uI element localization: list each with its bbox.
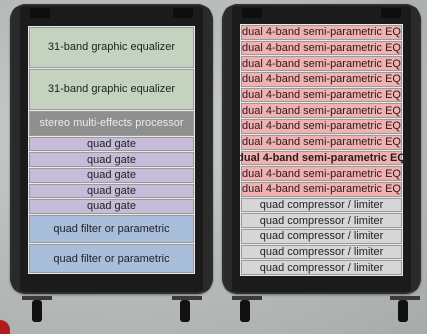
rack-unit: quad gate [29,183,194,199]
rack-latch [173,8,193,18]
rack-foot [398,300,408,322]
corner-mark [0,320,10,334]
rack-unit: dual 4-band semi-parametric EQ [241,119,402,134]
rack-latch [242,8,262,18]
rack-unit: dual 4-band semi-parametric EQ [241,134,402,150]
rack-rail [12,6,20,292]
rack-foot-bracket [390,296,420,300]
rack-unit: dual 4-band semi-parametric EQ [241,25,402,40]
rack-rail [411,6,419,292]
rack-unit: dual 4-band semi-parametric EQ [241,40,402,56]
rack-unit: quad gate [29,167,194,183]
rack-unit: quad compressor / limiter [241,197,402,213]
right-rack-bay: dual 4-band semi-parametric EQ dual 4-ba… [237,24,406,276]
rack-unit: dual 4-band semi-parametric EQ [241,181,402,197]
rack-unit: 31-band graphic equalizer [29,68,194,110]
rack-unit: dual 4-band semi-parametric EQ [241,56,402,72]
rack-unit: quad compressor / limiter [241,244,402,260]
rack-unit: dual 4-band semi-parametric EQ [241,166,402,181]
rack-unit: quad filter or parametric [29,244,194,274]
rack-foot [32,300,42,322]
rack-unit: quad compressor / limiter [241,260,402,275]
rack-foot [180,300,190,322]
rack-latch [381,8,401,18]
rack-foot-bracket [172,296,202,300]
rack-unit: dual 4-band semi-parametric EQ [237,150,406,166]
right-rack-case: dual 4-band semi-parametric EQ dual 4-ba… [222,4,421,294]
rack-unit: quad compressor / limiter [241,213,402,228]
rack-foot-bracket [232,296,262,300]
rack-foot [240,300,250,322]
rack-unit: quad filter or parametric [29,214,194,244]
rack-unit: stereo multi-effects processor [29,110,194,136]
rack-unit: dual 4-band semi-parametric EQ [241,72,402,87]
rack-unit: dual 4-band semi-parametric EQ [241,103,402,119]
left-rack-case: 31-band graphic equalizer 31-band graphi… [10,4,213,294]
rack-latch [30,8,50,18]
rack-rail [203,6,211,292]
rack-foot-bracket [22,296,52,300]
rack-unit: quad compressor / limiter [241,228,402,244]
left-rack-bay: 31-band graphic equalizer 31-band graphi… [28,26,195,274]
rack-unit: dual 4-band semi-parametric EQ [241,87,402,103]
rack-unit: quad gate [29,136,194,152]
rack-unit: quad gate [29,152,194,167]
rack-unit: 31-band graphic equalizer [29,27,194,68]
rack-unit: quad gate [29,199,194,214]
rack-rail [224,6,232,292]
